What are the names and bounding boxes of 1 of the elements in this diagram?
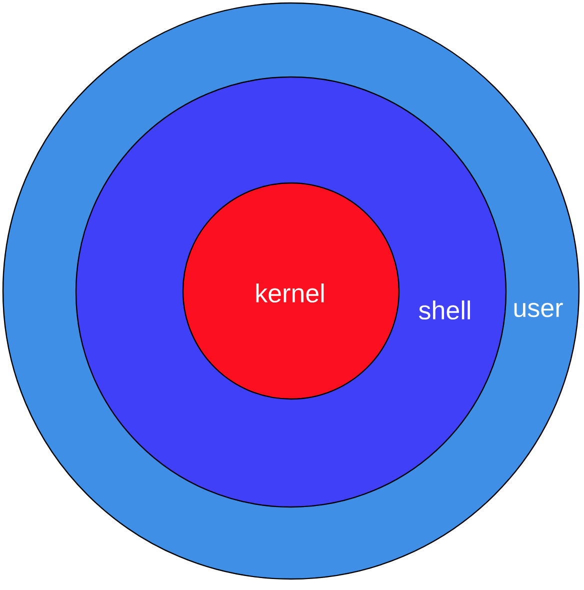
circle-layer: kernel [182, 182, 400, 400]
